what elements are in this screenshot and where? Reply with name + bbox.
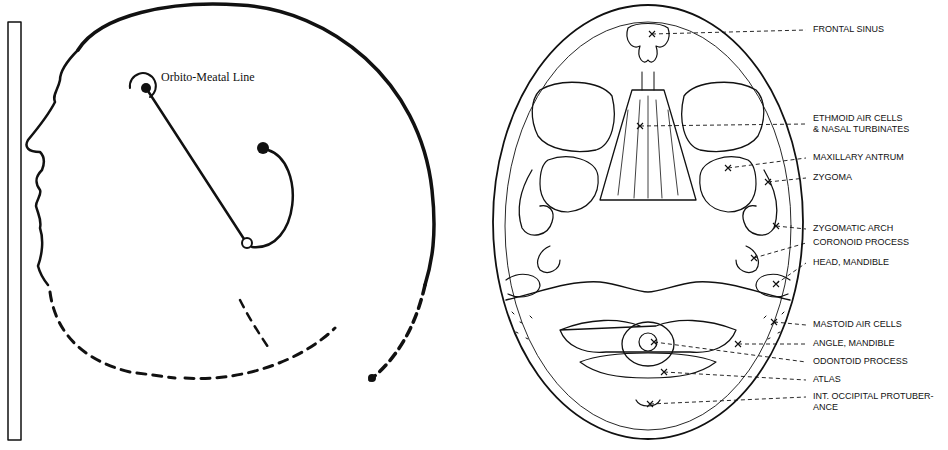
skull-inner-table (505, 22, 791, 430)
leader-line (728, 158, 806, 168)
ear-point (257, 142, 269, 154)
leader-line (650, 397, 806, 404)
mastoid-air-cells (512, 312, 784, 339)
frontal-sinus (627, 24, 669, 63)
eye-orbit (130, 73, 156, 97)
x-marks (637, 31, 779, 407)
anatomy-label: INT. OCCIPITAL PROTUBER- ANCE (812, 391, 946, 413)
film-cassette (8, 22, 21, 440)
leader-line (768, 178, 806, 182)
anatomy-label: HEAD, MANDIBLE (812, 257, 890, 268)
left-maxillary-antrum (540, 157, 598, 212)
anatomy-label: ATLAS (812, 374, 842, 385)
anatomy-label: ZYGOMATIC ARCH (812, 223, 894, 234)
leader-line (776, 263, 806, 284)
foramen-magnum (622, 322, 674, 366)
leader-line (754, 243, 806, 258)
jaw-outline (50, 292, 175, 378)
atlas (560, 320, 736, 352)
jaw-outline (185, 328, 335, 379)
anatomy-label: FRONTAL SINUS (812, 24, 885, 35)
ear-outline (252, 150, 293, 247)
occiput-outline (370, 285, 425, 380)
leader-line (774, 322, 806, 325)
anatomy-label: ODONTOID PROCESS (812, 356, 909, 367)
face-profile (27, 50, 79, 285)
nasal-turbinates (618, 96, 678, 198)
anatomy-label: ANGLE, MANDIBLE (812, 338, 896, 349)
axial-skull (493, 5, 803, 439)
leader-line (664, 372, 806, 380)
leader-line (640, 124, 806, 126)
neck-outline (240, 300, 270, 350)
left-zygomatic-arch (519, 170, 553, 235)
frontal-sinus (642, 72, 654, 90)
leader-line (738, 344, 806, 345)
right-zygomatic-arch (743, 170, 777, 235)
left-coronoid-process (538, 246, 560, 272)
cranium-outline (78, 4, 434, 285)
leader-lines (640, 30, 806, 404)
left-mandible-head (506, 274, 540, 296)
anatomy-label: ZYGOMA (812, 172, 853, 183)
skull-base-line (506, 282, 790, 300)
lateral-head (8, 4, 434, 440)
leader-line (652, 30, 806, 34)
occipital-protuberance (636, 400, 660, 406)
anatomy-label: MAXILLARY ANTRUM (812, 152, 905, 163)
orbito-meatal-line (148, 91, 244, 239)
line-label: Orbito-Meatal Line (160, 70, 256, 84)
nasal-cavity (600, 90, 696, 200)
left-orbit (532, 82, 614, 151)
leader-line (654, 342, 806, 362)
x-mark (637, 31, 779, 407)
anatomy-label: ETHMOID AIR CELLS & NASAL TURBINATES (812, 113, 912, 135)
right-orbit (682, 82, 764, 151)
leader-line (776, 226, 806, 229)
anatomy-label: CORONOID PROCESS (812, 237, 910, 248)
anatomy-label: MASTOID AIR CELLS (812, 319, 903, 330)
occiput-point (368, 374, 376, 382)
external-auditory-meatus (242, 238, 252, 248)
skull-outer-table (493, 5, 803, 439)
right-maxillary-antrum (700, 157, 756, 212)
